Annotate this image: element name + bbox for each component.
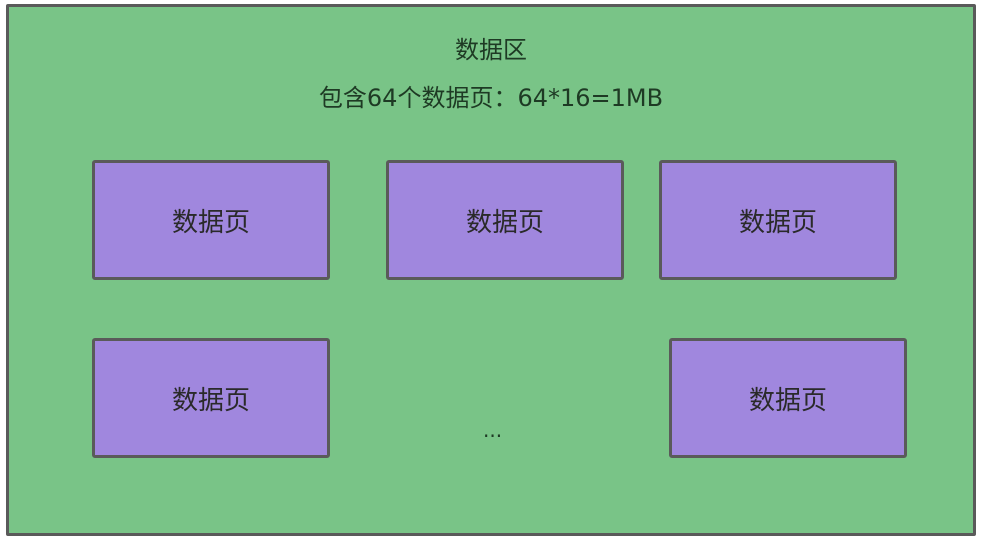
data-page-1: 数据页 (92, 160, 330, 280)
data-page-64: 数据页 (669, 338, 907, 458)
region-title: 数据区 (455, 36, 527, 64)
ellipsis: ... (483, 418, 503, 442)
region-subtitle: 包含64个数据页：64*16=1MB (318, 84, 664, 112)
data-page-4: 数据页 (92, 338, 330, 458)
data-page-2: 数据页 (386, 160, 624, 280)
data-page-3: 数据页 (659, 160, 897, 280)
